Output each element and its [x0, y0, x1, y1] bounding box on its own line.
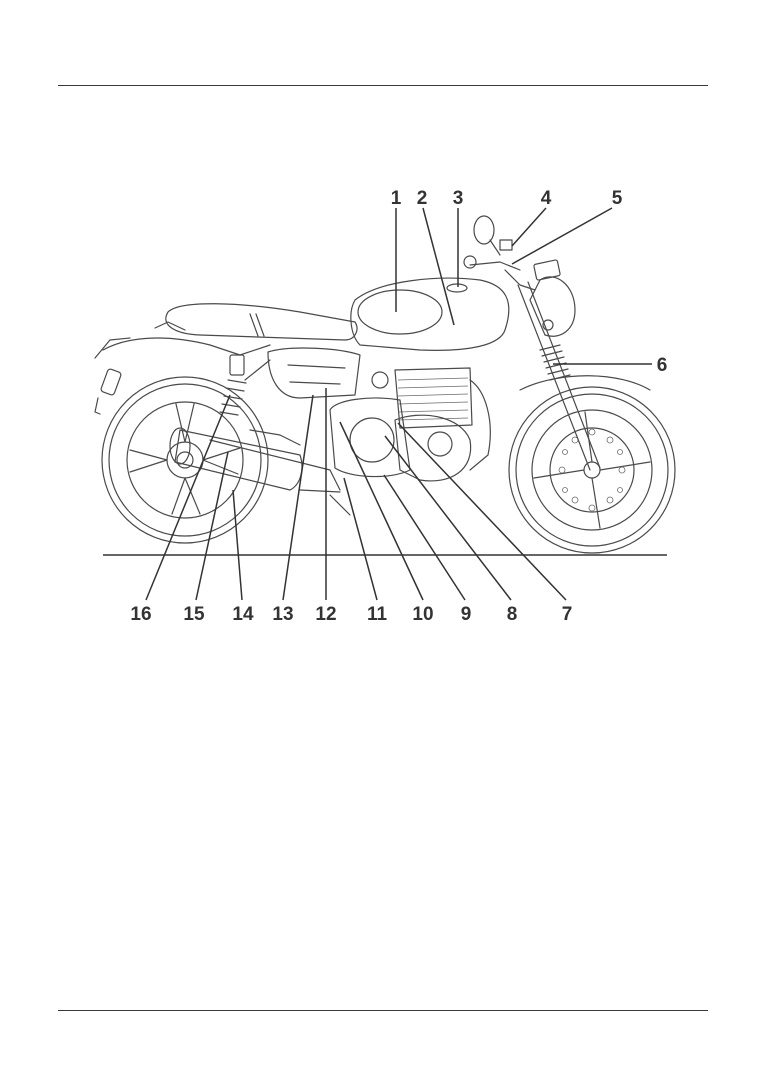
- callout-label-11: 11: [367, 604, 388, 625]
- callout-label-1: 1: [391, 188, 402, 209]
- bottom-rule: [58, 1010, 708, 1011]
- callout-label-13: 13: [272, 604, 293, 625]
- motorcycle-illustration: [94, 215, 676, 554]
- front-wheel: [508, 386, 676, 554]
- leader-line-8: [384, 435, 512, 601]
- callout-label-4: 4: [541, 188, 552, 209]
- leader-line-16: [145, 394, 231, 601]
- callout-label-15: 15: [183, 604, 205, 625]
- leader-line-5: [511, 207, 613, 265]
- top-rule: [58, 85, 708, 86]
- leader-line-4: [511, 207, 547, 247]
- leader-lines: [145, 207, 652, 601]
- callout-labels: 1 2 3 4 5 6 7 8 9 10 11 12 13 14 15 16: [130, 188, 667, 625]
- leader-line-13: [282, 394, 314, 601]
- leader-line-14: [232, 489, 243, 601]
- callout-label-16: 16: [130, 604, 151, 625]
- leader-line-15: [195, 451, 229, 601]
- rear-wheel: [101, 376, 269, 544]
- leader-line-7: [397, 422, 567, 601]
- leader-line-2: [422, 207, 455, 326]
- callout-label-9: 9: [461, 604, 472, 625]
- callout-label-2: 2: [417, 188, 428, 209]
- callout-label-12: 12: [315, 604, 336, 625]
- leader-line-10: [339, 421, 424, 601]
- leader-line-9: [383, 474, 466, 601]
- callout-label-14: 14: [232, 604, 254, 625]
- leader-line-11: [343, 477, 378, 601]
- callout-label-3: 3: [453, 188, 464, 209]
- callout-label-10: 10: [412, 604, 433, 625]
- callout-label-6: 6: [657, 355, 668, 376]
- callout-label-5: 5: [612, 188, 623, 209]
- callout-label-7: 7: [562, 604, 573, 625]
- callout-label-8: 8: [507, 604, 518, 625]
